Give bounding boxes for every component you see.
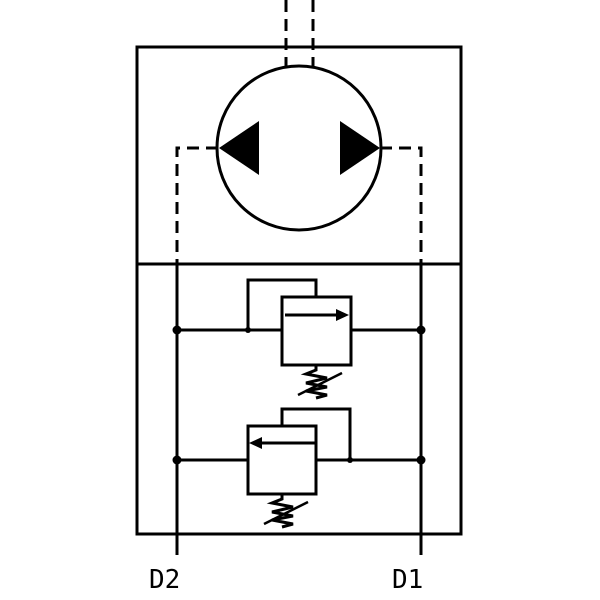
upper-valve-pilot-line (246, 278, 318, 330)
junction-dot (416, 325, 426, 335)
upper-valve-spring-adjust-line (297, 371, 343, 397)
junction-dot (172, 325, 182, 335)
port-label-d2: D2 (149, 565, 181, 595)
valve-block-box (135, 262, 463, 536)
motor-port-triangle-left (219, 121, 259, 175)
lower-valve-arrowhead (249, 437, 262, 449)
junction-dot (245, 327, 251, 333)
port-label-d1: D1 (392, 565, 424, 595)
junction-dot (347, 457, 353, 463)
motor-port-triangle-right (340, 121, 380, 175)
pilot-line-right (380, 146, 423, 264)
pilot-line-left (175, 146, 218, 264)
lower-relief-valve-body (246, 424, 318, 496)
upper-valve-spring-icon (300, 365, 328, 400)
upper-valve-arrowhead (336, 309, 349, 321)
lower-valve-spring-icon (266, 494, 294, 529)
junction-dot (172, 455, 182, 465)
lower-valve-pilot-line (280, 407, 352, 460)
lower-valve-spring-adjust-line (263, 500, 309, 526)
junction-dot (416, 455, 426, 465)
upper-relief-valve-body (280, 295, 353, 367)
